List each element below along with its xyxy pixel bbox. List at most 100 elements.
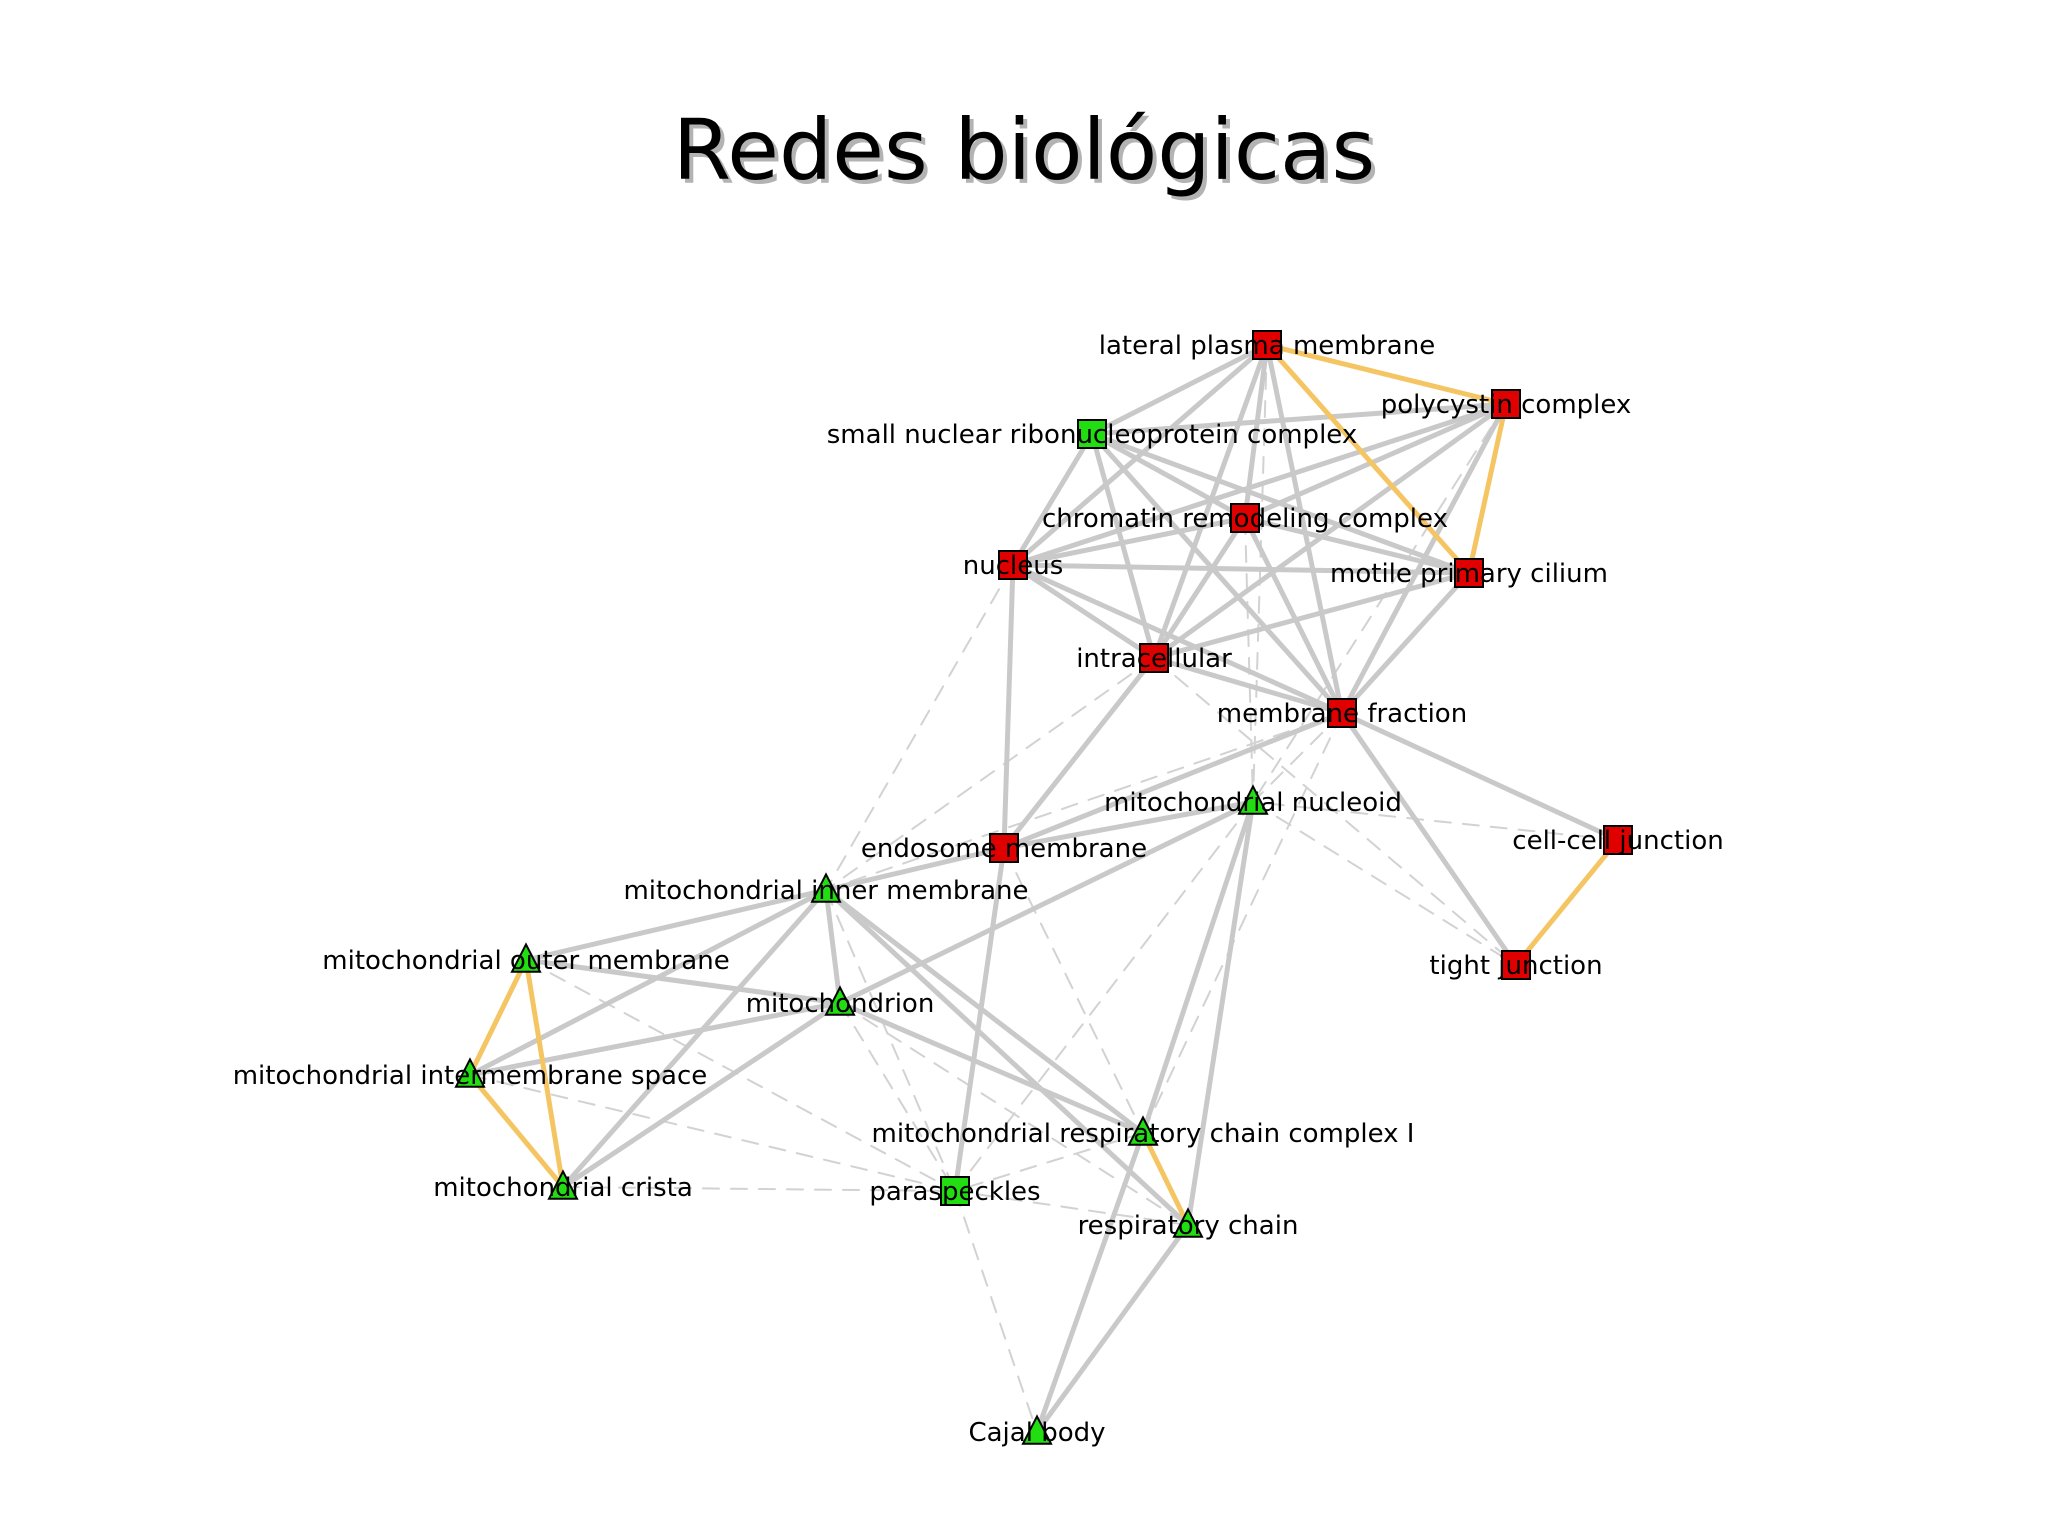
edge-solid-endosome_membrane--mitochondrial_inner_membrane [823,845,1007,893]
edge-solid-membrane_fraction--cell_cell_junction [1339,710,1621,843]
node-mitochondrial-outer-membrane [510,942,542,973]
edge-solid-mitochondrial_inner_membrane--mitochondrion [823,887,843,1006]
node-cell-cell-junction [1603,825,1633,855]
node-snrnp-complex [1077,419,1107,449]
node-intracellular [1139,643,1169,673]
edge-highlight-polycystin_complex--motile_primary_cilium [1466,401,1509,576]
node-label-chromatin-remodeling-complex: chromatin remodeling complex [1042,504,1448,534]
edge-solid-mitochondrial_inner_membrane--mitochondrial_respiratory_chain_complex_i [823,887,1146,1136]
edge-solid-nucleus--membrane_fraction [1010,562,1345,716]
node-mitochondrion [824,985,856,1016]
edge-solid-polycystin_complex--snrnp_complex [1089,401,1509,437]
edge-solid-intracellular--endosome_membrane [1001,655,1157,851]
edge-solid-chromatin_remodeling_complex--motile_primary_cilium [1242,515,1472,576]
edge-solid-endosome_membrane--paraspeckles [952,845,1007,1194]
page-title: Redes biológicas [672,101,1376,199]
node-endosome-membrane [989,833,1019,863]
node-label-mitochondrial-inner-membrane: mitochondrial inner membrane [623,876,1028,906]
edge-dashed-respiratory_chain--paraspeckles [954,1190,1189,1226]
node-mitochondrial-respiratory-chain-complex-i [1127,1115,1159,1146]
node-label-nucleus: nucleus [963,551,1064,581]
node-tight-junction [1501,950,1531,980]
edge-solid-intracellular--membrane_fraction [1151,655,1345,716]
edge-highlight-lateral_plasma_membrane--polycystin_complex [1264,342,1509,407]
edge-highlight-cell_cell_junction--tight_junction [1513,837,1621,968]
edge-dashed-mitochondrial_outer_membrane--paraspeckles [525,959,956,1192]
node-membrane-fraction [1327,698,1357,728]
edge-solid-membrane_fraction--endosome_membrane [1001,710,1345,851]
node-label-endosome-membrane: endosome membrane [861,834,1147,864]
node-label-cajal-body: Cajal body [968,1418,1105,1448]
edge-highlight-lateral_plasma_membrane--motile_primary_cilium [1264,342,1472,576]
edge-dashed-mitochondrion--respiratory_chain [839,1002,1189,1226]
node-cajal-body [1021,1414,1053,1445]
edge-solid-respiratory_chain--cajal_body [1034,1222,1191,1435]
edge-solid-mitochondrial_nucleoid--respiratory_chain [1185,799,1256,1228]
edge-solid-mitochondrion--mitochondrial_respiratory_chain_complex_i [837,1000,1146,1136]
node-label-intracellular: intracellular [1076,644,1232,674]
edge-solid-snrnp_complex--chromatin_remodeling_complex [1089,431,1248,521]
edge-solid-mitochondrial_respiratory_chain_complex_i--cajal_body [1034,1130,1146,1435]
edge-solid-polycystin_complex--chromatin_remodeling_complex [1242,401,1509,521]
edge-solid-lateral_plasma_membrane--nucleus [1010,342,1270,568]
edge-solid-polycystin_complex--nucleus [1010,401,1509,568]
node-label-cell-cell-junction: cell-cell junction [1512,826,1723,856]
edge-solid-mitochondrial_nucleoid--mitochondrial_respiratory_chain_complex_i [1140,799,1256,1136]
edge-dashed-membrane_fraction--mitochondrial_inner_membrane [825,712,1343,891]
node-respiratory-chain [1172,1207,1204,1238]
edge-dashed-mitochondrial_intermembrane_space--paraspeckles [469,1074,956,1192]
edge-solid-nucleus--motile_primary_cilium [1010,562,1472,576]
edges-layer [467,342,1621,1435]
edge-solid-mitochondrial_inner_membrane--mitochondrial_intermembrane_space [467,887,829,1078]
edge-highlight-mitochondrial_intermembrane_space--mitochondrial_crista [467,1072,566,1190]
node-mitochondrial-nucleoid [1237,784,1269,815]
edge-solid-mitochondrial_inner_membrane--mitochondrial_outer_membrane [523,887,829,963]
edge-dashed-mitochondrial_respiratory_chain_complex_i--paraspeckles [954,1132,1144,1192]
edge-highlight-mitochondrial_outer_membrane--mitochondrial_crista [523,957,566,1190]
node-label-motile-primary-cilium: motile primary cilium [1330,559,1608,589]
node-label-mitochondrial-intermembrane-space: mitochondrial intermembrane space [233,1061,708,1091]
edge-highlight-mitochondrial_respiratory_chain_complex_i--respiratory_chain [1140,1130,1191,1228]
edge-solid-lateral_plasma_membrane--membrane_fraction [1264,342,1345,716]
edge-solid-chromatin_remodeling_complex--nucleus [1010,515,1248,568]
edge-dashed-mitochondrial_crista--paraspeckles [562,1186,956,1192]
edge-highlight-mitochondrial_outer_membrane--mitochondrial_intermembrane_space [467,957,529,1078]
node-label-mitochondrial-nucleoid: mitochondrial nucleoid [1104,788,1402,818]
node-label-snrnp-complex: small nuclear ribonucleoprotein complex [827,420,1357,450]
node-label-polycystin-complex: polycystin complex [1381,390,1632,420]
edge-solid-snrnp_complex--membrane_fraction [1089,431,1345,716]
node-label-mitochondrial-crista: mitochondrial crista [433,1173,693,1203]
node-label-mitochondrion: mitochondrion [746,989,935,1019]
edge-dashed-polycystin_complex--mitochondrial_nucleoid [1252,403,1507,803]
edge-dashed-nucleus--mitochondrial_inner_membrane [825,564,1014,891]
node-mitochondrial-intermembrane-space [454,1057,486,1088]
edge-dashed-mitochondrial_nucleoid--paraspeckles [954,801,1254,1192]
edge-dashed-mitochondrion--paraspeckles [839,1002,956,1192]
edge-solid-lateral_plasma_membrane--snrnp_complex [1089,342,1270,437]
edge-solid-motile_primary_cilium--intracellular [1151,570,1472,661]
node-motile-primary-cilium [1454,558,1484,588]
edge-dashed-membrane_fraction--mitochondrial_respiratory_chain_complex_i [1142,712,1343,1134]
edge-solid-snrnp_complex--nucleus [1010,431,1095,568]
edge-dashed-lateral_plasma_membrane--mitochondrial_nucleoid [1252,344,1268,803]
node-label-mitochondrial-outer-membrane: mitochondrial outer membrane [322,946,729,976]
node-label-mitochondrial-respiratory-chain-complex-i: mitochondrial respiratory chain complex … [872,1119,1415,1149]
edge-solid-nucleus--intracellular [1010,562,1157,661]
node-label-membrane-fraction: membrane fraction [1217,699,1467,729]
node-mitochondrial-crista [547,1169,579,1200]
node-label-tight-junction: tight junction [1429,951,1602,981]
node-label-paraspeckles: paraspeckles [869,1177,1040,1207]
edge-dashed-membrane_fraction--mitochondrial_nucleoid [1252,712,1343,803]
edge-solid-snrnp_complex--motile_primary_cilium [1089,431,1472,576]
edge-solid-chromatin_remodeling_complex--membrane_fraction [1242,515,1345,716]
node-nucleus [998,550,1028,580]
node-label-respiratory-chain: respiratory chain [1078,1211,1299,1241]
edge-solid-membrane_fraction--tight_junction [1339,710,1519,968]
edge-solid-mitochondrion--mitochondrial_crista [560,1000,843,1190]
edge-solid-snrnp_complex--intracellular [1089,431,1157,661]
edge-dashed-mitochondrial_nucleoid--tight_junction [1252,801,1517,966]
node-polycystin-complex [1491,389,1521,419]
edge-dashed-chromatin_remodeling_complex--mitochondrial_nucleoid [1244,517,1254,803]
